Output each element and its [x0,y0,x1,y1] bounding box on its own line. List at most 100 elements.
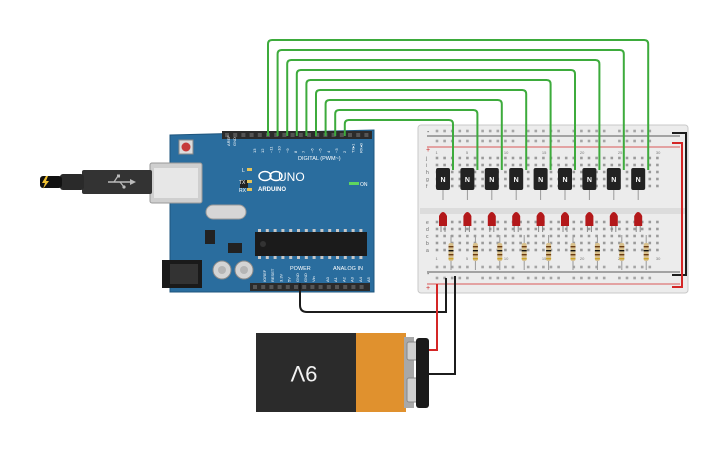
rail-hole [595,265,598,269]
resistor[interactable] [546,243,552,261]
arduino-uno[interactable]: L TX RX ON UNO ARDUINO DIGITAL (PWM~) PO… [40,129,375,293]
resistor-band [643,246,649,248]
breadboard-hole [511,163,515,167]
red-led[interactable] [609,212,618,226]
rail-hole [534,265,538,269]
chip-pin [265,229,269,232]
npn-transistor[interactable] [631,168,646,190]
signal-wire[interactable] [343,119,454,158]
red-led[interactable] [634,212,643,226]
resistor[interactable] [570,243,576,261]
rx-label: RX [239,188,247,194]
npn-transistor[interactable] [533,168,548,190]
resistor[interactable] [497,243,503,261]
signal-wire[interactable] [286,59,601,158]
signal-wire[interactable] [334,109,479,158]
rail-hole [466,139,469,143]
rx-led [247,188,252,191]
rail-hole [496,139,500,143]
npn-transistor[interactable] [509,168,524,190]
red-led[interactable] [561,212,569,226]
red-led[interactable] [536,212,545,226]
npn-transistor[interactable] [484,168,499,190]
breadboard-hole [450,227,454,231]
npn-transistor[interactable] [558,168,572,190]
signal-wire[interactable] [267,39,650,158]
breadboard-hole [625,241,629,245]
resistor-band [546,250,552,252]
rail-plus-top: + [426,147,430,154]
header-hole [233,133,238,137]
reset-button-cap[interactable] [181,142,191,152]
resistor[interactable] [521,243,527,261]
breadboard-hole [572,227,576,231]
breadboard-center-channel [420,208,686,214]
tx-label: TX [239,180,246,186]
breadboard-hole [640,248,644,252]
red-led[interactable] [487,212,496,226]
breadboard-hole [656,177,659,181]
rail-hole [595,139,598,143]
signal-wire[interactable] [295,69,576,158]
breadboard-hole [640,234,644,238]
battery-label: 9V [290,361,317,386]
signal-wire[interactable] [276,49,625,158]
rail-hole [435,265,439,269]
breadboard-hole [595,170,598,174]
resistor[interactable] [594,243,600,261]
rail-jumper-negative[interactable] [672,132,687,276]
breadboard-hole [519,163,522,167]
npn-transistor[interactable] [606,168,621,190]
red-led[interactable] [585,212,594,226]
rail-hole [466,265,469,269]
analog-pin-label: A4 [358,276,363,282]
header-hole [318,285,323,289]
breadboard-hole [625,163,629,167]
rail-hole [648,265,652,269]
red-led[interactable] [512,212,521,226]
resistor[interactable] [619,243,625,261]
usb-cable-strain-relief [60,174,84,190]
breadboard-hole [602,234,606,238]
battery-negative-wire[interactable] [429,276,456,375]
signal-wire[interactable] [305,79,552,158]
battery-9v[interactable]: 9V [256,333,429,412]
npn-transistor[interactable] [436,168,450,190]
breadboard-hole [580,170,583,174]
breadboard-hole [580,227,583,231]
red-led[interactable] [439,212,447,226]
npn-transistor[interactable] [460,168,475,190]
rail-hole [640,129,644,133]
resistor[interactable] [472,243,478,261]
breadboard-hole [648,227,652,231]
breadboard-hole [564,234,568,238]
rail-jumper-positive[interactable] [672,142,683,288]
chip-pin [258,256,261,259]
rail-hole [534,129,538,133]
resistor[interactable] [643,243,649,261]
breadboard-hole [656,156,659,160]
rail-hole [496,276,500,280]
breadboard-hole [618,156,621,160]
resistor-band [497,250,503,252]
battery-positive-wire[interactable] [429,284,438,351]
gnd-wire[interactable] [299,278,447,313]
breadboard-hole [549,170,553,174]
rail-hole [587,265,591,269]
resistor-band [570,254,576,256]
header-hole [351,285,356,289]
transistor-label: N [465,177,470,184]
breadboard-hole [542,241,545,245]
chip-pin [289,229,293,232]
resistor[interactable] [448,243,454,261]
signal-wire[interactable] [324,99,503,158]
resistor-band [619,254,625,256]
column-number: 20 [580,150,585,155]
red-led[interactable] [463,212,472,226]
breadboard-hole [602,227,606,231]
breadboard-hole [640,156,644,160]
signal-wire[interactable] [315,89,528,158]
breadboard-hole [458,163,462,167]
column-number: 15 [542,256,547,261]
npn-transistor[interactable] [582,168,597,190]
